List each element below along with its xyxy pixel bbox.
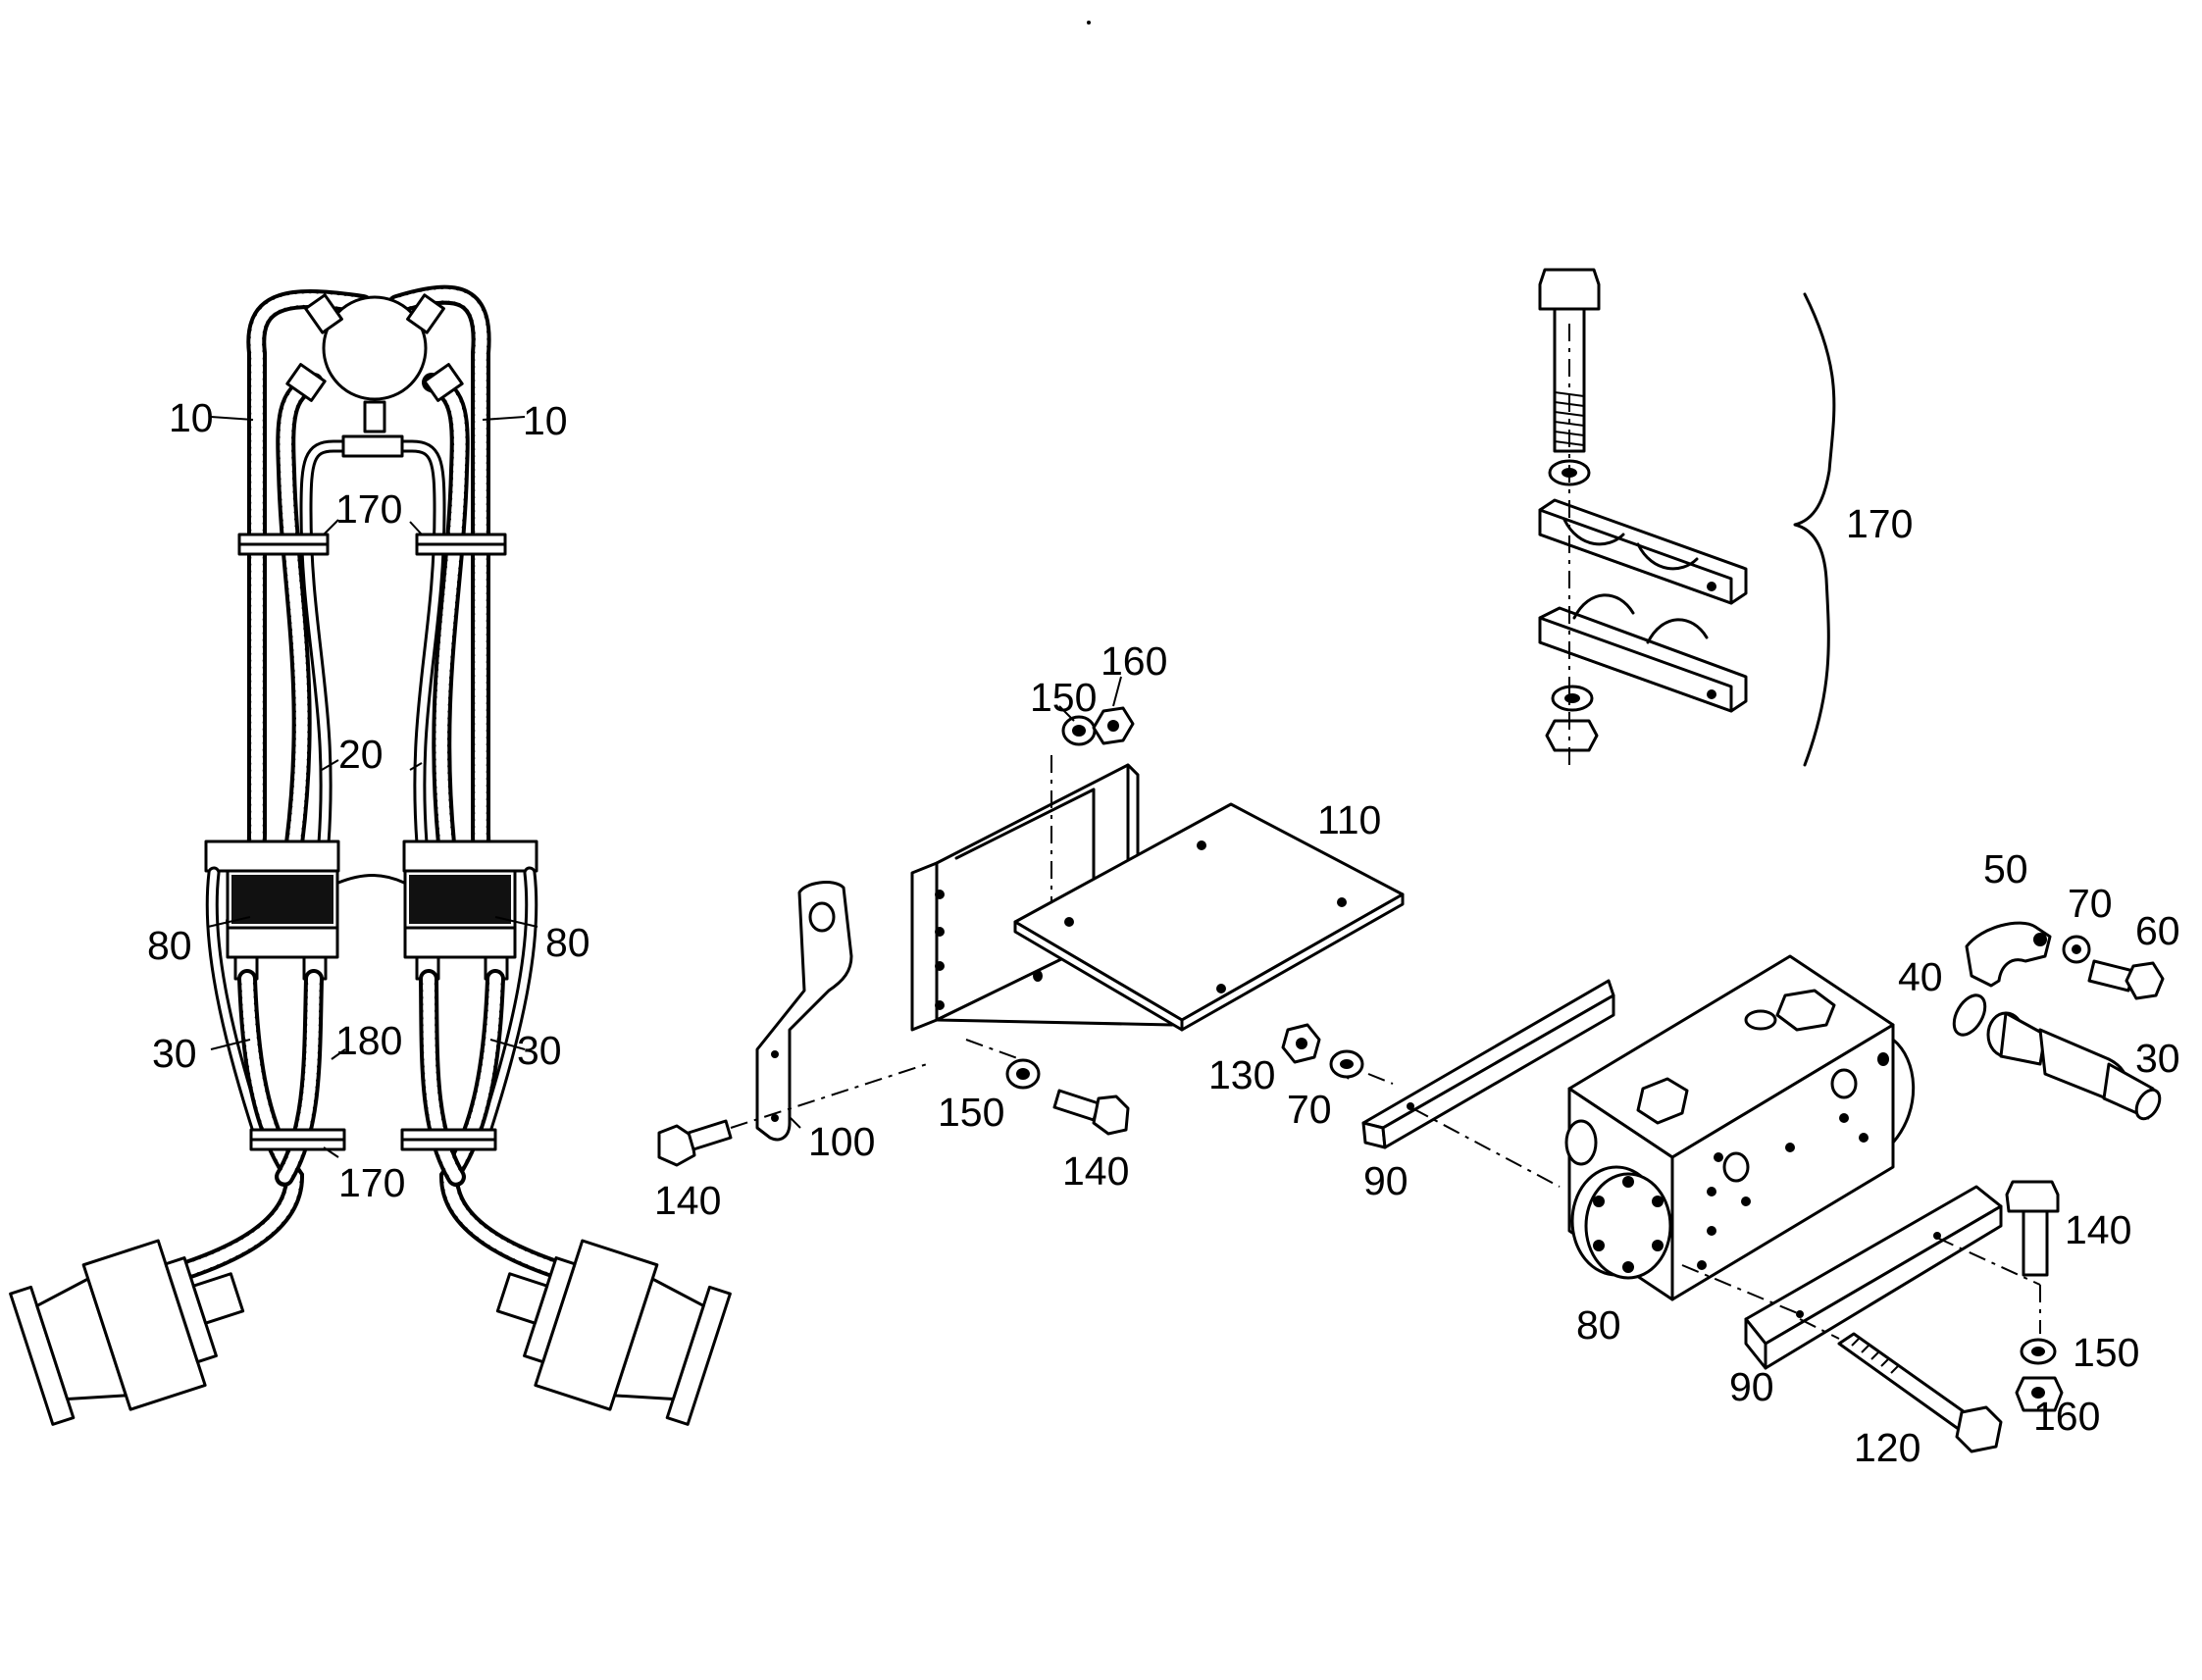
oring-40 (1952, 993, 1987, 1037)
label-nut-top: 160 (1101, 638, 1167, 684)
label-valve-block: 80 (1576, 1302, 1621, 1348)
line-right-30 (480, 866, 538, 1135)
label-clamp-bottom: 170 (338, 1160, 405, 1205)
stray-dot (1087, 21, 1091, 25)
label-oring: 40 (1898, 954, 1943, 999)
cylinder-right (495, 1239, 732, 1426)
label-angle-upper: 90 (1363, 1158, 1408, 1203)
washer-150-right (2020, 1338, 2057, 1365)
label-plate: 110 (1317, 797, 1381, 842)
fitting-30 (1986, 1011, 2162, 1121)
distributor-block (285, 293, 464, 458)
bolt-140-left (657, 1119, 733, 1167)
bracket-110-assembly (910, 763, 1405, 1032)
hose-180 (162, 969, 584, 1285)
kit-brace (1793, 292, 1836, 767)
clamp-kit-170 (1538, 268, 1836, 767)
label-fitting: 30 (2135, 1036, 2180, 1081)
washer-150-top (1061, 715, 1097, 746)
cylinder-left (9, 1239, 245, 1426)
label-washer-mid: 150 (938, 1090, 1004, 1135)
label-nut-130: 130 (1208, 1052, 1275, 1097)
washer-150-mid (1005, 1058, 1041, 1090)
nut-130 (1281, 1023, 1321, 1064)
screw-60 (2087, 959, 2165, 1000)
label-clamp-top: 170 (335, 486, 402, 532)
clamp-top-right (415, 533, 507, 556)
label-line-right: 30 (517, 1028, 562, 1073)
angle-90-lower (1744, 1185, 2003, 1370)
clamp-bottom-left (249, 1128, 346, 1151)
label-bolt-left: 140 (654, 1178, 721, 1223)
flange-half-50 (1965, 921, 2052, 988)
label-bracket: 100 (808, 1119, 875, 1164)
label-hose-left: 10 (169, 395, 214, 440)
label-hose-right: 10 (523, 398, 568, 443)
leaders-left (207, 416, 538, 1158)
label-block-left: 80 (147, 923, 192, 968)
valve-cover (1570, 1165, 1672, 1280)
label-tube-lower: 180 (335, 1018, 402, 1063)
label-line-left: 30 (152, 1031, 197, 1076)
callout-labels: 10 10 170 20 80 80 30 180 30 170 170 150… (147, 395, 2180, 1470)
label-washer-right: 150 (2073, 1330, 2139, 1375)
bracket-100 (755, 881, 853, 1142)
label-bolt-right: 140 (2065, 1207, 2131, 1252)
label-clamp-kit: 170 (1846, 501, 1913, 546)
clamp-half-upper (1538, 498, 1748, 605)
label-flange-half: 50 (1983, 846, 2028, 891)
valve-block-left-80 (204, 840, 340, 981)
clamp-bottom-right (400, 1128, 497, 1151)
label-bolt-long: 120 (1854, 1425, 1920, 1470)
label-tube-mid: 20 (338, 732, 384, 777)
plate-110 (1013, 802, 1405, 1032)
valve-block-right-80 (402, 840, 538, 981)
bolt-120-long (1837, 1332, 2003, 1453)
washer-70-mid (1329, 1049, 1364, 1079)
line-left-30 (205, 866, 264, 1135)
hose-assembly (9, 284, 732, 1426)
nut-160-right (2015, 1376, 2064, 1412)
bolt-140-mid (1052, 1089, 1130, 1136)
hose-inner-right (422, 373, 470, 853)
label-washer-top: 150 (1030, 675, 1097, 720)
nut-160-top (1092, 706, 1135, 745)
leaders-center (790, 676, 1350, 1129)
washer-70-right (2062, 935, 2091, 964)
label-nut-right: 160 (2033, 1394, 2100, 1439)
hose-inner-left (276, 373, 324, 853)
clamp-half-lower (1538, 593, 1748, 713)
label-screw-60: 60 (2135, 908, 2180, 953)
angle-90-upper (1361, 979, 1615, 1149)
clamp-top-left (237, 533, 330, 556)
label-angle-lower: 90 (1729, 1364, 1774, 1409)
label-washer-70-right: 70 (2068, 881, 2113, 926)
bolt-140-right (2005, 1180, 2060, 1277)
label-washer-70-mid: 70 (1287, 1087, 1332, 1132)
valve-block-80 (1564, 954, 1916, 1301)
clamp-nut (1545, 719, 1599, 752)
label-bolt-mid: 140 (1062, 1148, 1129, 1194)
label-block-right: 80 (545, 920, 590, 965)
tube-20 (299, 439, 446, 850)
